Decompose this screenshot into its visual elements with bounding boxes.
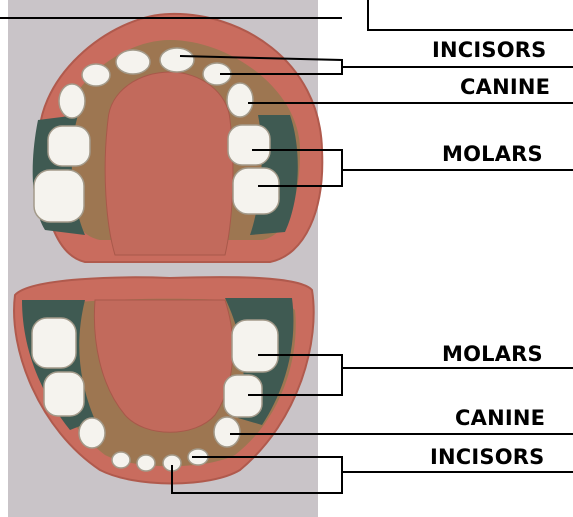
upper-incisor bbox=[116, 50, 150, 74]
lower-molar bbox=[32, 318, 76, 368]
lower-molar bbox=[232, 320, 278, 372]
label-upper-canine: CANINE bbox=[460, 75, 550, 99]
top-right-frame-line bbox=[368, 0, 573, 30]
upper-canine bbox=[227, 83, 253, 117]
lower-molar bbox=[44, 372, 84, 416]
upper-molar bbox=[34, 170, 84, 222]
upper-incisor bbox=[82, 64, 110, 86]
upper-molar bbox=[233, 168, 279, 214]
lower-incisor bbox=[112, 452, 130, 468]
lower-canine bbox=[214, 417, 240, 447]
upper-palate bbox=[105, 72, 233, 255]
upper-canine bbox=[59, 84, 85, 118]
upper-molar bbox=[48, 126, 90, 166]
label-upper-molars: MOLARS bbox=[442, 142, 543, 166]
upper-molar bbox=[228, 125, 270, 165]
label-upper-incisors: INCISORS bbox=[432, 38, 547, 62]
label-lower-canine: CANINE bbox=[455, 406, 545, 430]
label-lower-molars: MOLARS bbox=[442, 342, 543, 366]
label-lower-incisors: INCISORS bbox=[430, 445, 545, 469]
lower-incisor bbox=[137, 455, 155, 471]
upper-incisor bbox=[160, 48, 194, 72]
lower-canine bbox=[79, 418, 105, 448]
